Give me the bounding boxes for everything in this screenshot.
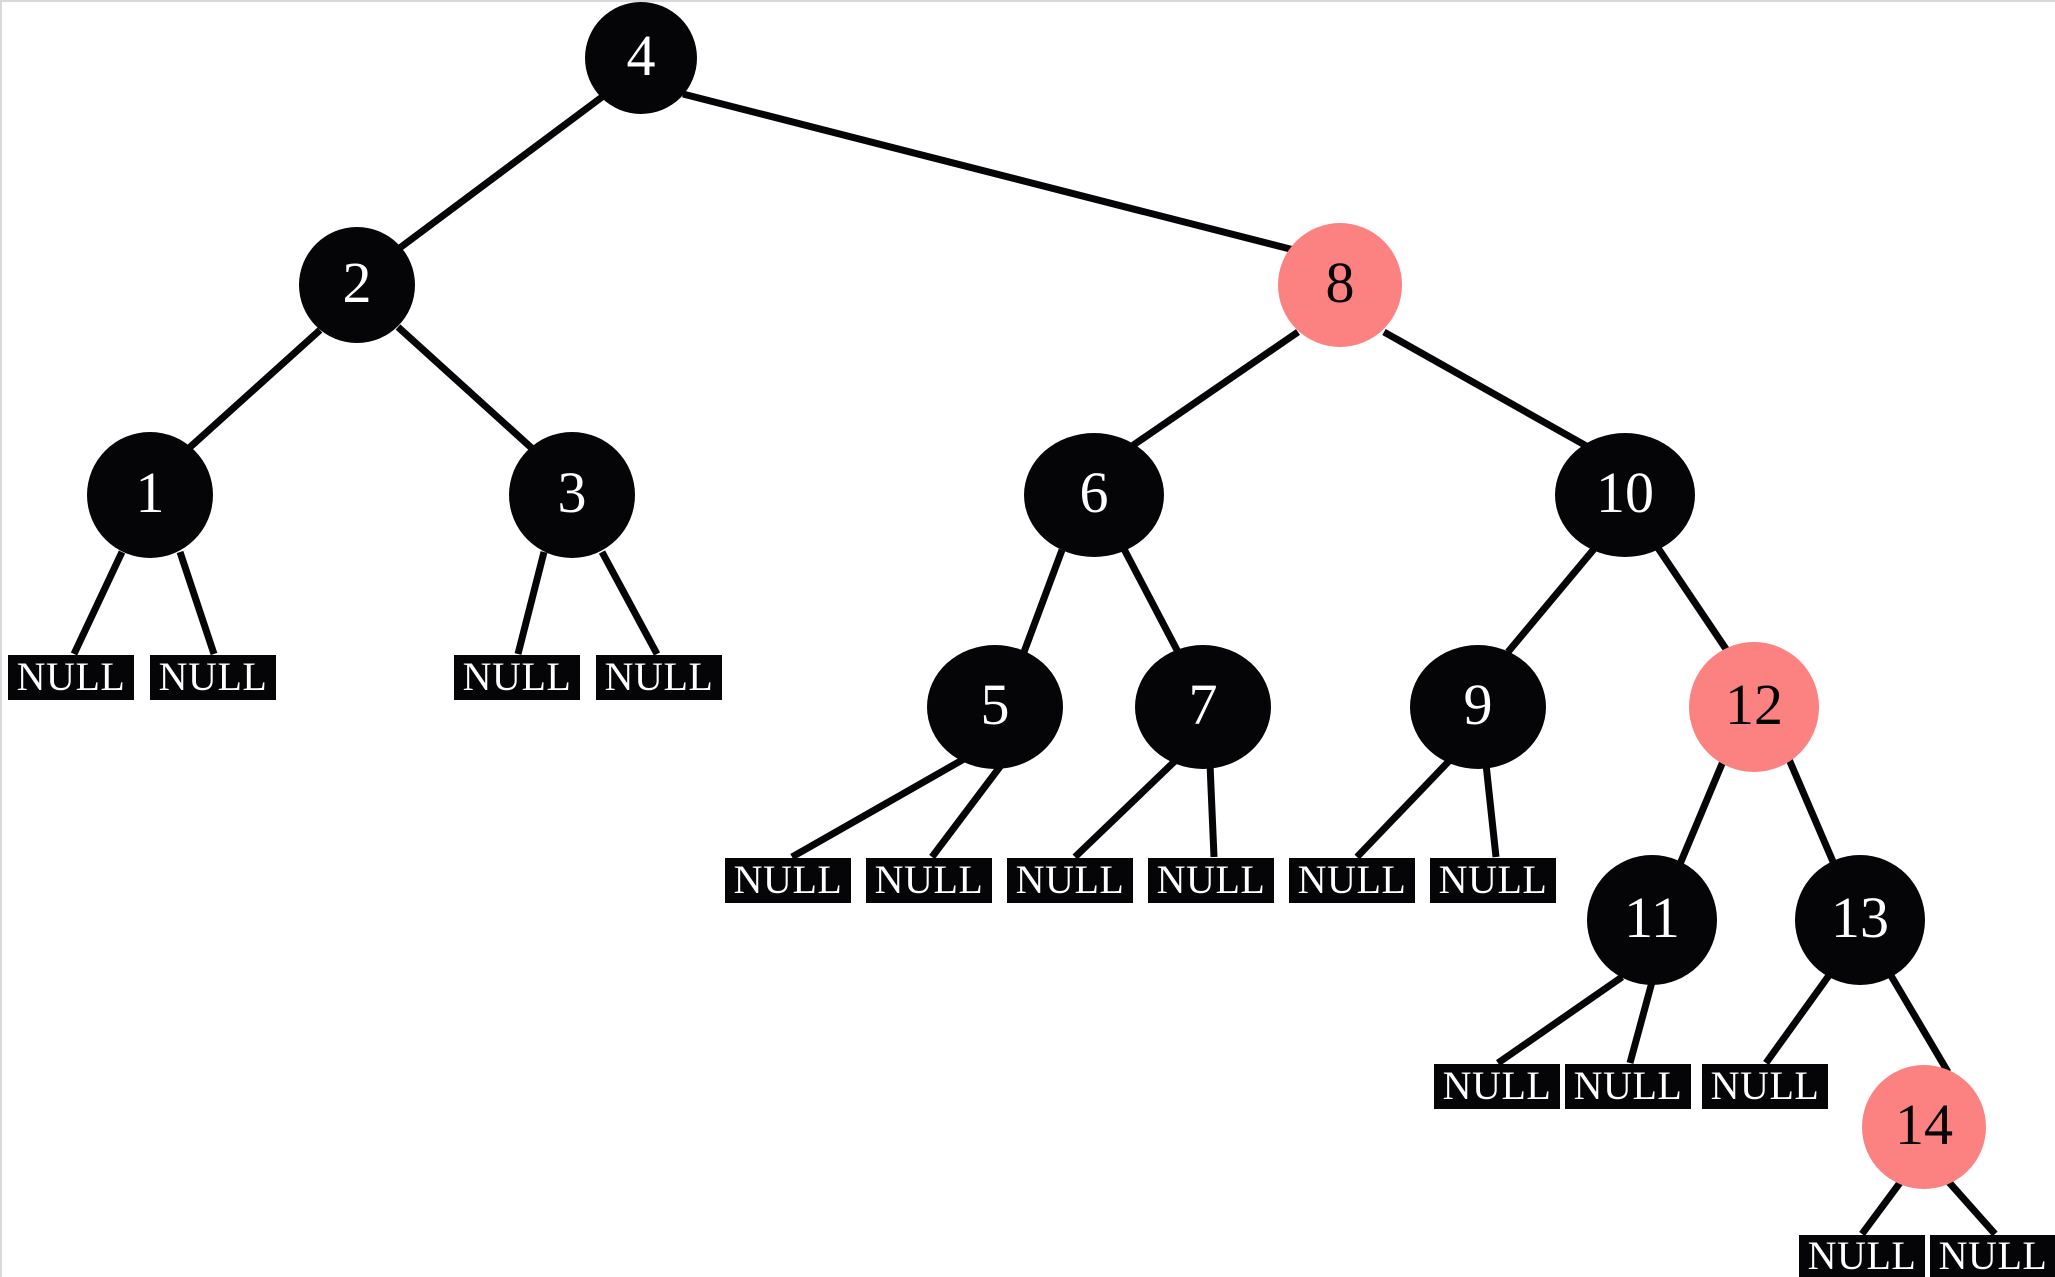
tree-null-leaf-label: NULL bbox=[1438, 856, 1548, 902]
tree-edge-n2-n1 bbox=[185, 327, 323, 452]
tree-node-1[interactable]: 1 bbox=[87, 432, 213, 558]
tree-node-8[interactable]: 8 bbox=[1278, 223, 1402, 347]
tree-node-6[interactable]: 6 bbox=[1024, 433, 1164, 557]
tree-node-label: 1 bbox=[135, 460, 165, 525]
tree-null-leaf-label: NULL bbox=[1807, 1233, 1917, 1277]
tree-node-label: 7 bbox=[1188, 672, 1218, 737]
tree-null-leaf-label: NULL bbox=[1938, 1233, 2048, 1277]
tree-node-14[interactable]: 14 bbox=[1862, 1065, 1986, 1189]
tree-null-leaf-label: NULL bbox=[16, 653, 126, 699]
tree-null-leaf-label: NULL bbox=[1710, 1062, 1820, 1108]
tree-edge-n13-z13 bbox=[1763, 971, 1833, 1066]
tree-edge-n7-z7 bbox=[1072, 757, 1179, 860]
tree-null-leaf-label: NULL bbox=[604, 653, 714, 699]
tree-edge-n1-z1 bbox=[70, 550, 126, 656]
tree-edge-n3-z3 bbox=[514, 551, 548, 655]
tree-node-11[interactable]: 11 bbox=[1587, 855, 1717, 985]
tree-null-leaf-label: NULL bbox=[1297, 856, 1407, 902]
tree-edge-n8-n10 bbox=[1382, 328, 1592, 452]
tree-null-leaf: NULL bbox=[1930, 1235, 2055, 1277]
tree-edge-n11-z12 bbox=[1626, 981, 1656, 1064]
tree-null-leaf: NULL bbox=[866, 858, 992, 903]
tree-node-5[interactable]: 5 bbox=[927, 645, 1063, 769]
tree-null-leaf-label: NULL bbox=[1442, 1062, 1552, 1108]
tree-node-label: 11 bbox=[1624, 885, 1680, 950]
tree-null-leaf: NULL bbox=[1799, 1235, 1925, 1277]
tree-node-9[interactable]: 9 bbox=[1410, 645, 1546, 769]
tree-edge-n8-n6 bbox=[1130, 329, 1300, 449]
tree-node-label: 9 bbox=[1463, 672, 1493, 737]
tree-null-leaf: NULL bbox=[1702, 1064, 1828, 1109]
tree-edge-n4-n8 bbox=[682, 90, 1295, 254]
tree-node-label: 4 bbox=[626, 23, 656, 88]
tree-null-leaf: NULL bbox=[1565, 1064, 1691, 1109]
tree-node-label: 12 bbox=[1725, 672, 1783, 737]
tree-null-leaf: NULL bbox=[454, 655, 580, 700]
tree-null-leaf: NULL bbox=[725, 858, 851, 903]
tree-null-leaf-label: NULL bbox=[874, 856, 984, 902]
tree-null-leaf: NULL bbox=[596, 655, 722, 700]
tree-null-leaf: NULL bbox=[1007, 858, 1133, 903]
tree-node-13[interactable]: 13 bbox=[1795, 855, 1925, 985]
tree-node-label: 6 bbox=[1079, 460, 1109, 525]
tree-edge-n3-z4 bbox=[598, 550, 661, 656]
tree-null-leaf-label: NULL bbox=[1156, 856, 1266, 902]
tree-edge-n10-n9 bbox=[1505, 546, 1597, 655]
tree-node-label: 3 bbox=[557, 460, 587, 525]
tree-edge-n9-z10 bbox=[1482, 763, 1500, 858]
tree-null-leaf: NULL bbox=[150, 655, 276, 700]
tree-edge-n10-n12 bbox=[1655, 546, 1731, 654]
tree-null-leaf-label: NULL bbox=[1573, 1062, 1683, 1108]
tree-edge-n7-z8 bbox=[1206, 763, 1218, 858]
tree-null-leaf-label: NULL bbox=[733, 856, 843, 902]
tree-edge-n6-n5 bbox=[1020, 548, 1066, 654]
tree-null-leaf-label: NULL bbox=[462, 653, 572, 699]
tree-node-label: 2 bbox=[342, 250, 372, 315]
tree-node-12[interactable]: 12 bbox=[1689, 642, 1819, 772]
tree-node-3[interactable]: 3 bbox=[509, 432, 635, 558]
tree-null-leaf-label: NULL bbox=[1015, 856, 1125, 902]
tree-node-4[interactable]: 4 bbox=[585, 2, 697, 114]
tree-edge-n5-z5 bbox=[790, 755, 966, 861]
tree-node-label: 8 bbox=[1325, 250, 1355, 315]
tree-edge-n11-z11 bbox=[1496, 974, 1624, 1066]
tree-edge-n12-n11 bbox=[1676, 757, 1728, 866]
tree-edge-n1-z2 bbox=[176, 550, 218, 656]
tree-edge-n4-n2 bbox=[394, 94, 605, 253]
tree-node-label: 10 bbox=[1596, 460, 1654, 525]
tree-edge-n6-n7 bbox=[1120, 547, 1182, 654]
tree-node-label: 14 bbox=[1895, 1092, 1953, 1157]
tree-node-2[interactable]: 2 bbox=[299, 227, 415, 343]
tree-edge-n9-z9 bbox=[1354, 757, 1453, 860]
tree-null-leaf: NULL bbox=[8, 655, 134, 700]
tree-edge-n14-z15 bbox=[1944, 1177, 1998, 1237]
tree-null-leaf: NULL bbox=[1289, 858, 1415, 903]
tree-edge-n5-z6 bbox=[929, 761, 1005, 860]
tree-null-leaf: NULL bbox=[1434, 1064, 1560, 1109]
tree-node-10[interactable]: 10 bbox=[1555, 433, 1695, 557]
tree-null-leaf: NULL bbox=[1148, 858, 1274, 903]
tree-edge-n13-n14 bbox=[1886, 972, 1952, 1074]
tree-node-label: 13 bbox=[1831, 885, 1889, 950]
tree-null-leaf-label: NULL bbox=[158, 653, 268, 699]
tree-edge-n14-z14 bbox=[1859, 1177, 1905, 1237]
tree-edge-n12-n13 bbox=[1784, 755, 1838, 866]
tree-node-label: 5 bbox=[980, 672, 1010, 737]
tree-null-leaf: NULL bbox=[1430, 858, 1556, 903]
tree-node-7[interactable]: 7 bbox=[1135, 645, 1271, 769]
tree-edge-n2-n3 bbox=[395, 324, 539, 455]
